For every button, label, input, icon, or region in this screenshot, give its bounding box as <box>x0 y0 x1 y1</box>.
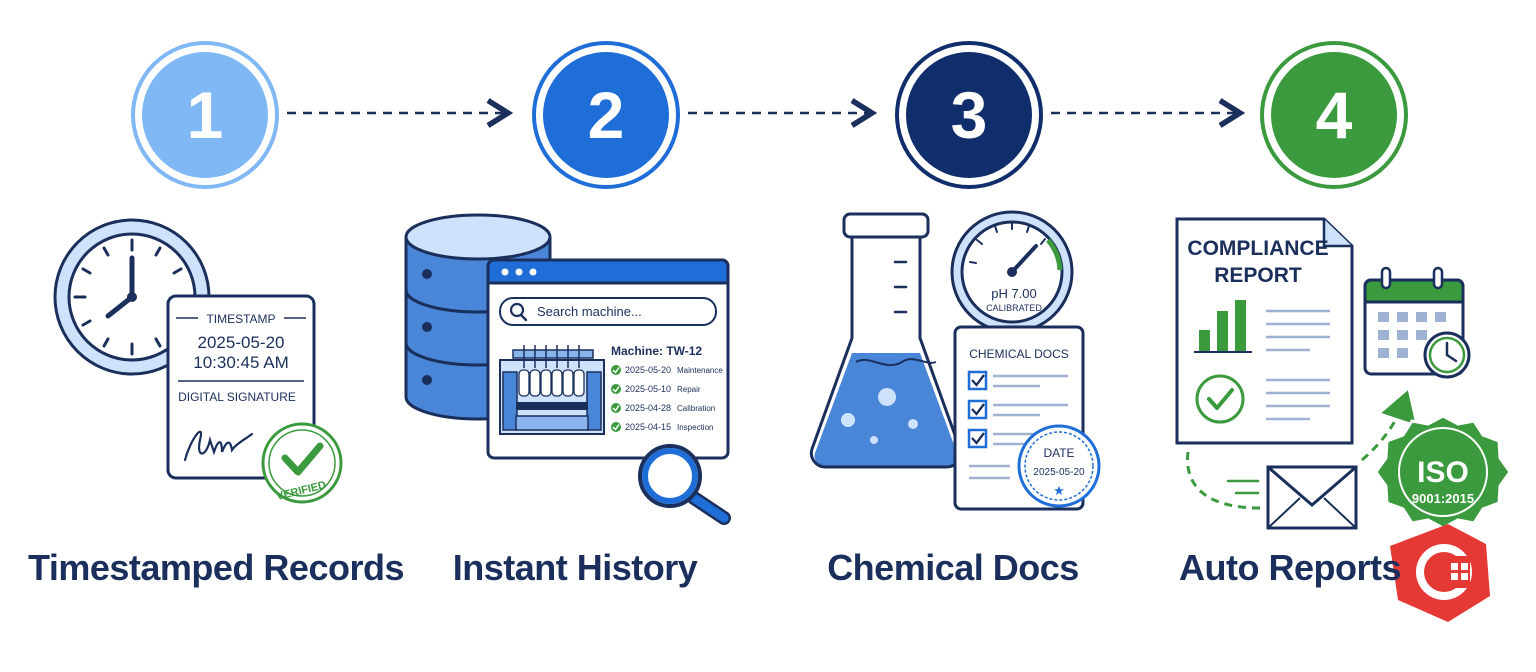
history-row: 2025-04-28 Calibration <box>611 403 715 413</box>
step-1-number: 1 <box>187 78 224 152</box>
compliance-report-card: COMPLIANCE REPORT <box>1175 217 1354 445</box>
history-event: Maintenance <box>677 366 723 375</box>
step-4-title: Auto Reports <box>1179 547 1402 588</box>
checkbox-icon <box>967 370 988 391</box>
step-3-badge: 3 <box>895 41 1043 189</box>
history-date: 2025-05-20 <box>625 365 671 375</box>
checkbox-icon <box>967 399 988 420</box>
envelope-icon <box>1266 465 1358 530</box>
machine-label: Machine: TW-12 <box>611 344 702 358</box>
check-icon <box>281 442 324 476</box>
step-1-title: Timestamped Records <box>28 547 404 588</box>
history-event: Inspection <box>677 423 713 432</box>
date-stamp: DATE 2025-05-20 ★ <box>1017 424 1101 508</box>
ph-gauge-icon: pH 7.00 CALIBRATED <box>950 210 1074 334</box>
loop-arrow <box>1186 451 1261 510</box>
gauge-value: pH 7.00 <box>991 286 1037 301</box>
step-1-badge: 1 <box>131 41 279 189</box>
calendar-icon <box>1363 266 1471 379</box>
report-title-line2: REPORT <box>1214 264 1302 287</box>
up-arrow <box>1361 390 1416 462</box>
step-3-number: 3 <box>951 78 988 152</box>
iso-seal-icon: ISO 9001:2015 <box>1374 414 1512 530</box>
history-event: Calibration <box>677 404 715 413</box>
iso-standard: 9001:2015 <box>1412 491 1474 506</box>
history-date: 2025-04-28 <box>625 403 671 413</box>
step-2-number: 2 <box>588 78 625 152</box>
watermark-logo <box>1390 524 1490 622</box>
step-4-badge: 4 <box>1260 41 1408 189</box>
timestamp-date: 2025-05-20 <box>198 333 285 352</box>
history-row: 2025-05-10 Repair <box>611 384 701 394</box>
step-4-number: 4 <box>1316 78 1353 152</box>
history-date: 2025-04-15 <box>625 422 671 432</box>
verified-badge: VERIFIED <box>261 422 343 504</box>
search-input[interactable]: Search machine... <box>499 297 717 326</box>
report-title-line1: COMPLIANCE <box>1187 237 1328 260</box>
speed-lines <box>1226 479 1260 495</box>
flask-icon <box>809 212 963 469</box>
history-date: 2025-05-10 <box>625 384 671 394</box>
signature-scribble <box>183 430 254 462</box>
small-clock-icon <box>1423 331 1471 379</box>
signature-label: DIGITAL SIGNATURE <box>178 390 296 404</box>
stamp-label: DATE <box>1043 446 1074 460</box>
history-event: Repair <box>677 385 701 394</box>
search-icon <box>509 302 528 322</box>
search-placeholder: Search machine... <box>537 304 642 319</box>
timestamp-time: 10:30:45 AM <box>193 353 288 372</box>
star-icon: ★ <box>1053 483 1065 498</box>
step-2-title: Instant History <box>452 547 698 588</box>
history-list: 2025-05-20 Maintenance 2025-05-10 Repair… <box>611 365 723 432</box>
bar-chart-icon <box>1194 300 1252 353</box>
magnifier-icon <box>638 444 731 525</box>
chemical-docs-title: CHEMICAL DOCS <box>969 347 1069 361</box>
history-row: 2025-05-20 Maintenance <box>611 365 723 375</box>
gauge-status: CALIBRATED <box>986 303 1042 313</box>
checkbox-icon <box>967 428 988 449</box>
iso-label: ISO <box>1417 456 1469 489</box>
check-circle-icon <box>1195 374 1245 424</box>
stamp-date: 2025-05-20 <box>1033 467 1085 478</box>
machine-illustration <box>499 345 605 435</box>
step-2-badge: 2 <box>532 41 680 189</box>
step-3-title: Chemical Docs <box>827 547 1079 588</box>
history-row: 2025-04-15 Inspection <box>611 422 713 432</box>
timestamp-heading: TIMESTAMP <box>206 312 275 326</box>
